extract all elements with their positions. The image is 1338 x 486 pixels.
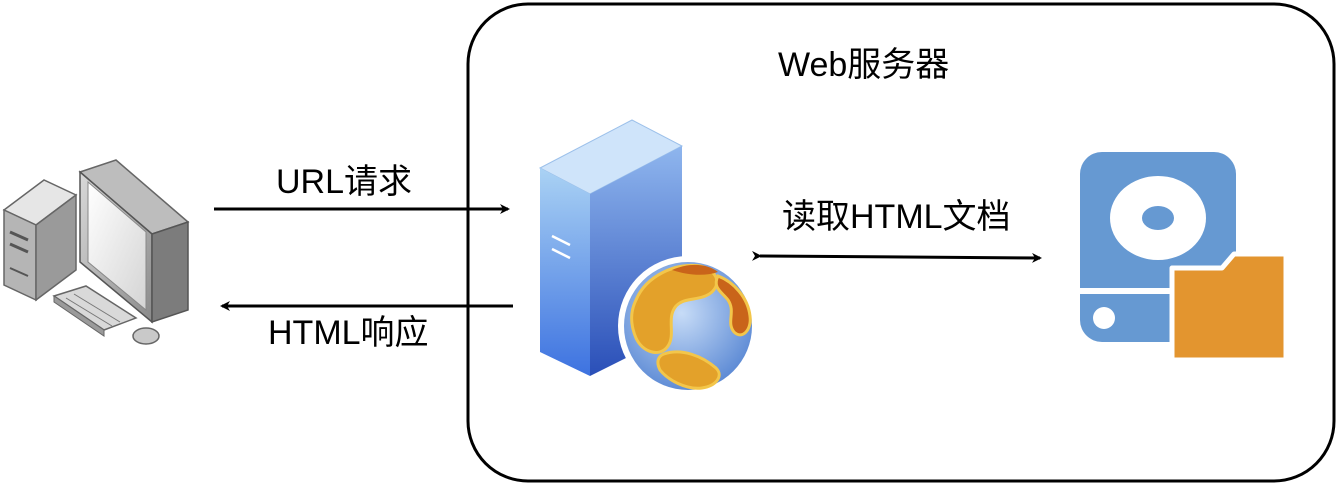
web-server-container — [466, 2, 1336, 483]
request-label: URL请求 — [276, 163, 413, 201]
disk-folder-icon — [1080, 152, 1289, 363]
web-server-globe-icon — [538, 119, 758, 396]
desktop-computer-icon — [2, 159, 190, 345]
response-label: HTML响应 — [268, 314, 429, 352]
web-server-title: Web服务器 — [778, 46, 950, 84]
read-document-label: 读取HTML文档 — [782, 198, 1011, 236]
read-document-arrow — [751, 250, 1042, 263]
